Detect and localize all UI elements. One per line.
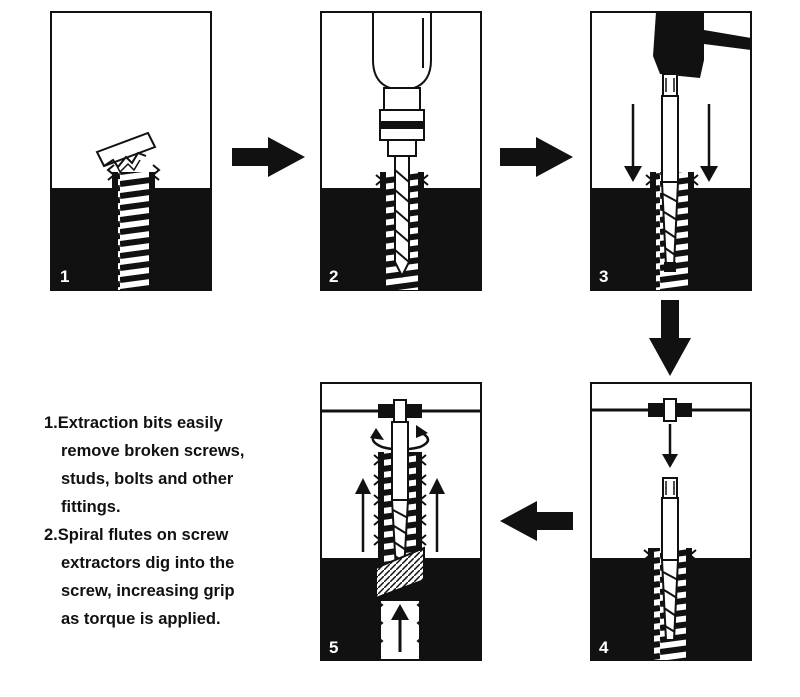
panel-1: 1: [50, 11, 212, 291]
panel-5-number: 5: [329, 638, 338, 657]
arrow-down-icon: [700, 104, 718, 182]
arrow-down-icon: [649, 300, 691, 376]
note-2-line-4: as torque is applied.: [61, 610, 221, 628]
note-1-line-1: 1.Extraction bits easily: [44, 414, 223, 432]
note-1: 1.Extraction bits easily remove broken s…: [44, 409, 294, 521]
panel-2: 2: [320, 11, 482, 291]
note-2: 2.Spiral flutes on screw extractors dig …: [44, 521, 294, 633]
arrow-up-icon: [355, 478, 371, 552]
panel-4-number: 4: [599, 638, 609, 657]
drill-chuck-icon: [372, 11, 432, 157]
panel-5: 5: [320, 382, 482, 661]
hammer-icon: [653, 12, 751, 78]
arrow-down-icon: [662, 424, 678, 468]
note-2-line-2: extractors dig into the: [61, 554, 235, 572]
panel-3: 3: [590, 11, 752, 291]
drill-bit: [394, 155, 410, 279]
screw-extractor-icon: [660, 477, 680, 641]
note-1-line-2: remove broken screws,: [61, 442, 245, 460]
broken-screw-icon: [95, 131, 157, 174]
panel-4: 4: [590, 382, 752, 661]
arrow-left-icon: [500, 501, 573, 541]
screw-thread: [106, 164, 161, 290]
broken-screw-icon: [375, 546, 425, 661]
note-1-line-4: fittings.: [61, 498, 121, 516]
arrow-up-icon: [429, 478, 445, 552]
arrow-right-icon: [500, 137, 573, 177]
screw-extractor-icon: [660, 73, 680, 272]
instruction-notes: 1.Extraction bits easily remove broken s…: [44, 409, 294, 633]
arrow-right-icon: [232, 137, 305, 177]
tap-wrench-icon: [648, 398, 692, 422]
panel-3-number: 3: [599, 267, 608, 286]
panel-1-number: 1: [60, 267, 69, 286]
screw-extractor-icon: [390, 421, 410, 571]
note-1-line-3: studs, bolts and other: [61, 470, 234, 488]
note-2-line-1: 2.Spiral flutes on screw: [44, 526, 229, 544]
tap-wrench-icon: [378, 399, 422, 423]
note-2-line-3: screw, increasing grip: [61, 582, 235, 600]
arrow-down-icon: [624, 104, 642, 182]
arrow-up-icon: [391, 604, 409, 652]
panel-2-number: 2: [329, 267, 338, 286]
